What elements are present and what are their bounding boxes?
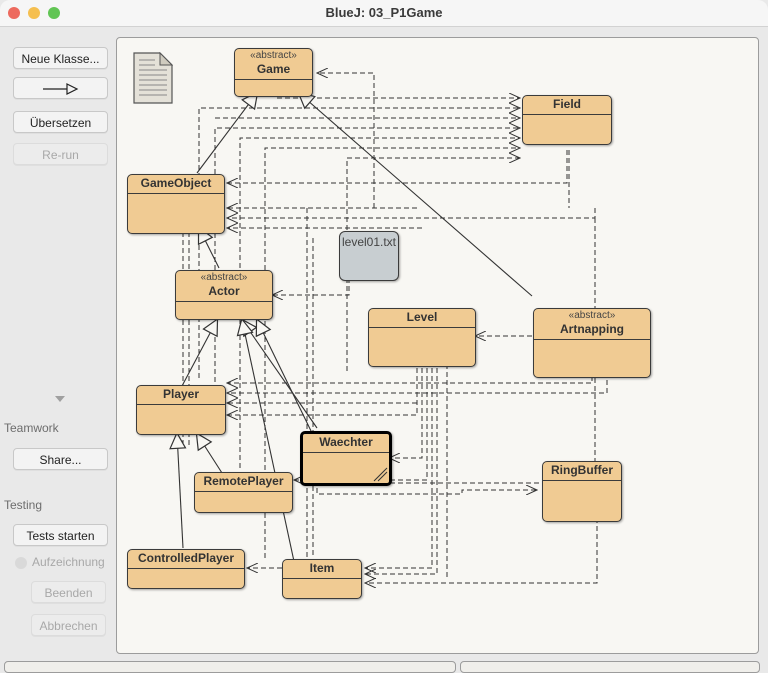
class-field[interactable]: Field — [522, 95, 612, 145]
class-name: Actor — [208, 284, 240, 298]
rerun-button: Re-run — [13, 143, 108, 165]
inheritance-arrow-icon — [42, 83, 78, 95]
end-recording-button: Beenden — [31, 581, 106, 603]
class-player[interactable]: Player — [136, 385, 226, 435]
class-name: Field — [552, 97, 581, 111]
class-name: Item — [309, 561, 335, 575]
teamwork-label: Teamwork — [4, 421, 59, 435]
class-actor[interactable]: «abstract»Actor — [175, 270, 273, 320]
class-name: RemotePlayer — [203, 474, 284, 488]
class-name: Player — [162, 387, 200, 401]
run-tests-button[interactable]: Tests starten — [13, 524, 108, 546]
new-inheritance-arrow-button[interactable] — [13, 77, 108, 99]
class-diagram-canvas[interactable]: «abstract»Game Field GameObject level01.… — [116, 37, 759, 654]
class-level[interactable]: Level — [368, 308, 476, 367]
class-waechter[interactable]: Waechter — [300, 431, 392, 486]
minimize-window-button[interactable] — [28, 7, 40, 19]
new-class-button[interactable]: Neue Klasse... — [13, 47, 108, 69]
class-remoteplayer[interactable]: RemotePlayer — [194, 472, 293, 513]
class-name: RingBuffer — [551, 463, 613, 477]
compile-button[interactable]: Übersetzen — [13, 111, 108, 133]
class-game[interactable]: «abstract»Game — [234, 48, 313, 97]
class-stereotype: «abstract» — [250, 50, 297, 61]
recording-label: Aufzeichnung — [32, 555, 105, 569]
resize-handle-icon[interactable] — [372, 466, 388, 482]
maximize-window-button[interactable] — [48, 7, 60, 19]
class-name: Artnapping — [560, 322, 624, 336]
readme-document-icon[interactable] — [133, 52, 173, 104]
window-title: BlueJ: 03_P1Game — [325, 5, 443, 20]
class-item[interactable]: Item — [282, 559, 362, 599]
class-stereotype: «abstract» — [568, 310, 616, 321]
collapse-triangle-icon[interactable] — [55, 396, 65, 402]
cancel-recording-button: Abbrechen — [31, 614, 106, 636]
class-name: ControlledPlayer — [137, 551, 235, 565]
class-name: Waechter — [319, 435, 373, 449]
status-bar-right — [460, 661, 760, 673]
recording-indicator-icon — [15, 557, 27, 569]
class-ringbuffer[interactable]: RingBuffer — [542, 461, 622, 522]
class-name: Level — [406, 310, 438, 324]
share-button[interactable]: Share... — [13, 448, 108, 470]
status-bar-left — [4, 661, 456, 673]
title-bar: BlueJ: 03_P1Game — [0, 0, 768, 27]
class-controlledplayer[interactable]: ControlledPlayer — [127, 549, 245, 589]
class-name: Game — [256, 62, 291, 76]
class-stereotype: «abstract» — [200, 272, 248, 283]
testing-label: Testing — [4, 498, 43, 512]
class-gameobject[interactable]: GameObject — [127, 174, 225, 234]
file-level01[interactable]: level01.txt — [339, 231, 399, 281]
close-window-button[interactable] — [8, 7, 20, 19]
class-name: GameObject — [140, 176, 212, 190]
class-artnapping[interactable]: «abstract»Artnapping — [533, 308, 651, 378]
